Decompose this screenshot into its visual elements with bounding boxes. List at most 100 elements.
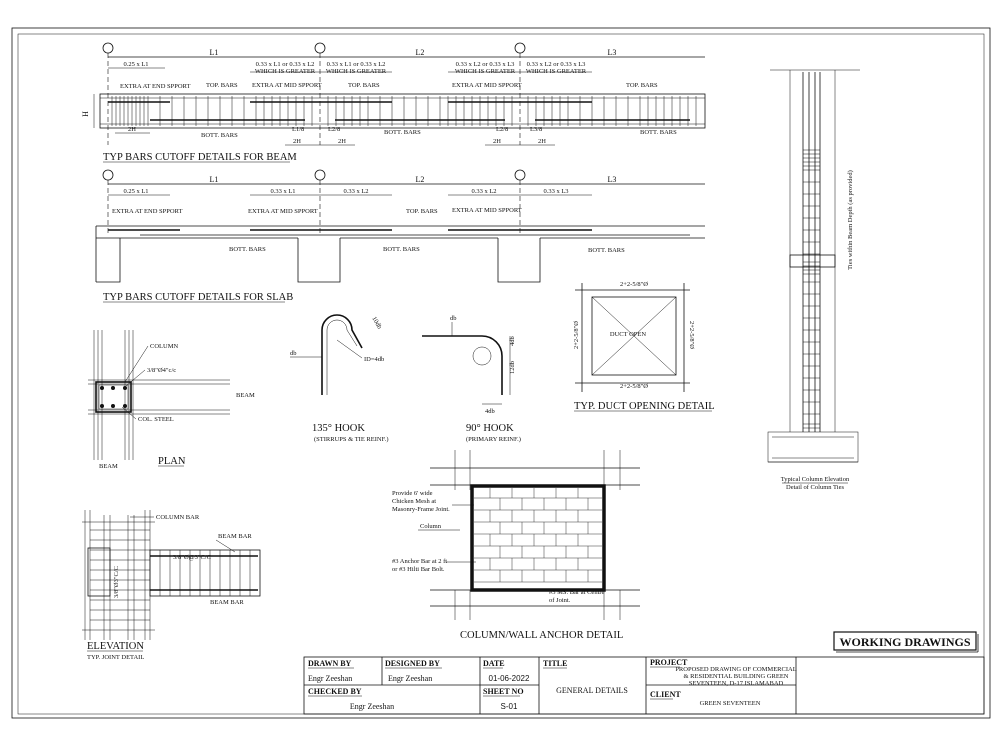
depth-label: H — [81, 111, 90, 117]
label-10db: 10db — [370, 316, 383, 331]
label-4db: 4db — [509, 336, 516, 346]
note-extra-mid: EXTRA AT MID SPPORT — [248, 208, 318, 215]
hook-90-title: 90° HOOK — [466, 423, 514, 434]
label-designed-by: DESIGNED BY — [385, 659, 440, 668]
label-checked-by: CHECKED BY — [308, 687, 362, 696]
mesh-note: Provide 6' wide — [392, 490, 433, 497]
note-extra-mid: EXTRA AT MID SPPORT — [452, 207, 522, 214]
column-section — [95, 381, 132, 413]
value-project: & RESIDENTIAL BUILDING GREEN — [683, 673, 788, 680]
duct-title: TYP. DUCT OPENING DETAIL — [574, 401, 715, 412]
label-col-steel: COL. STEEL — [138, 416, 174, 423]
ms-note: #3 MS. Bar at Centre — [549, 589, 605, 596]
column-ties — [803, 149, 820, 429]
grid-bubble — [314, 42, 326, 54]
dim-label: 0.25 x L1 — [123, 61, 148, 68]
value-project: SEVENTEEN, D-17 ISLAMABAD — [689, 680, 784, 687]
working-drawings-label: WORKING DRAWINGS — [839, 635, 970, 649]
label-sheet-no: SHEET NO — [483, 687, 524, 696]
note-bott-bars: BOTT. BARS — [384, 129, 421, 136]
dim-label: WHICH IS GREATER — [326, 68, 387, 75]
elevation-title: ELEVATION — [87, 641, 144, 652]
note-top-bars: TOP. BARS — [626, 82, 658, 89]
dim-label: 0.33 x L2 or 0.33 x L3 — [456, 61, 515, 68]
label-ties: 3/8"Ø4"c/c — [147, 367, 176, 374]
elevation-detail: COLUMN BAR BEAM BAR 3/8"Ø@3"C/C 3/8"Ø3"C… — [82, 510, 261, 661]
duct-opening — [591, 296, 677, 376]
note-bott-bars: BOTT. BARS — [640, 129, 677, 136]
note-bott-bars: BOTT. BARS — [383, 246, 420, 253]
dim-2h: 2H — [538, 138, 546, 145]
duct-center-label: DUCT OPEN — [610, 331, 646, 338]
value-client: GREEN SEVENTEEN — [700, 700, 761, 707]
dim-l2-8: L2/8 — [496, 126, 508, 133]
note-bott-bars: BOTT. BARS — [201, 132, 238, 139]
label-beam: BEAM — [99, 463, 118, 470]
stirrups — [111, 96, 697, 126]
brick-pattern — [474, 488, 602, 583]
label-project: PROJECT — [650, 658, 688, 667]
dim-2h: 2H — [338, 138, 346, 145]
span-label: L3 — [608, 175, 617, 184]
value-project: PROPOSED DRAWING OF COMMERCIAL — [675, 666, 796, 673]
label-12db: 12db — [509, 361, 516, 374]
hook-90-subtitle: (PRIMARY REINF.) — [466, 436, 521, 443]
grid-bubble — [102, 42, 114, 54]
duct-detail: 2+2-5/8"Ø 2+2-5/8"Ø 2+2-5/8"Ø 2+2-5/8"Ø … — [573, 281, 715, 412]
note-top-bars: TOP. BARS — [206, 82, 238, 89]
label-db: db — [290, 350, 297, 357]
outer-border — [11, 27, 991, 719]
plan-title: PLAN — [158, 456, 186, 467]
slab-outline — [95, 225, 705, 283]
value-checked-by: Engr Zeeshan — [350, 702, 394, 711]
duct-label-right: 2+2-5/8"Ø — [688, 321, 695, 349]
dim-l2-8: L2/8 — [328, 126, 340, 133]
note-bott-bars: BOTT. BARS — [588, 247, 625, 254]
note-extra-end: EXTRA AT END SPPORT — [112, 208, 182, 215]
mesh-note: Chicken Mesh at — [392, 498, 436, 505]
title-block: WORKING DRAWINGS DRAWN BY Engr Zeeshan D… — [303, 631, 985, 715]
dim-label: 0.33 x L2 — [471, 188, 496, 195]
value-title: GENERAL DETAILS — [556, 686, 628, 695]
anchor-detail: Provide 6' wide Chicken Mesh at Masonry-… — [392, 450, 640, 641]
label-client: CLIENT — [650, 690, 681, 699]
dim-label: WHICH IS GREATER — [455, 68, 516, 75]
dim-2h: 2H — [128, 126, 136, 133]
label-4db: 4db — [485, 408, 495, 415]
dim-label: 0.33 x L1 — [270, 188, 295, 195]
slab-detail: L1 L2 L3 0.25 x L1 0.33 x L1 0.33 x L2 0… — [95, 169, 705, 303]
span-label: L3 — [608, 48, 617, 57]
label-beam-bar: BEAM BAR — [218, 533, 252, 540]
label-date: DATE — [483, 659, 505, 668]
beam-detail: L1 L2 L3 0.25 x L1 0.33 x L1 or 0.33 x L… — [81, 42, 706, 163]
label-ties-vert: 3/8"Ø3"C/C — [113, 566, 120, 598]
dim-label: 0.33 x L2 — [343, 188, 368, 195]
label-db: db — [450, 315, 457, 322]
value-designed-by: Engr Zeeshan — [388, 674, 432, 683]
anchor-note: #3 Anchor Bar at 2 ft — [392, 558, 447, 565]
dim-2h: 2H — [293, 138, 301, 145]
dim-l1-8: L1/8 — [292, 126, 304, 133]
dim-2h: 2H — [493, 138, 501, 145]
working-drawings-box — [833, 631, 977, 651]
grid-bubble — [514, 42, 526, 54]
hook-135-title: 135° HOOK — [312, 423, 365, 434]
hook-135-subtitle: (STIRRUPS & TIE REINF.) — [314, 436, 388, 443]
mesh-note: Masonry-Frame Joint. — [392, 506, 450, 513]
anchor-note: or #3 Hilti Bar Bolt. — [392, 566, 445, 573]
slab-title: TYP BARS CUTOFF DETAILS FOR SLAB — [103, 292, 293, 303]
span-label: L1 — [210, 175, 219, 184]
masonry-wall — [470, 484, 606, 592]
dim-label: WHICH IS GREATER — [526, 68, 587, 75]
ms-note: of Joint. — [549, 597, 571, 604]
note-bott-bars: BOTT. BARS — [229, 246, 266, 253]
label-column-bar: COLUMN BAR — [156, 514, 200, 521]
inner-border — [17, 33, 985, 715]
label-title: TITLE — [543, 659, 567, 668]
value-sheet-no: S-01 — [501, 702, 518, 711]
beam-title: TYP BARS CUTOFF DETAILS FOR BEAM — [103, 152, 297, 163]
note-extra-end: EXTRA AT END SPPORT — [120, 83, 190, 90]
dim-label: WHICH IS GREATER — [255, 68, 316, 75]
note-extra-mid: EXTRA AT MID SPPORT — [252, 82, 322, 89]
